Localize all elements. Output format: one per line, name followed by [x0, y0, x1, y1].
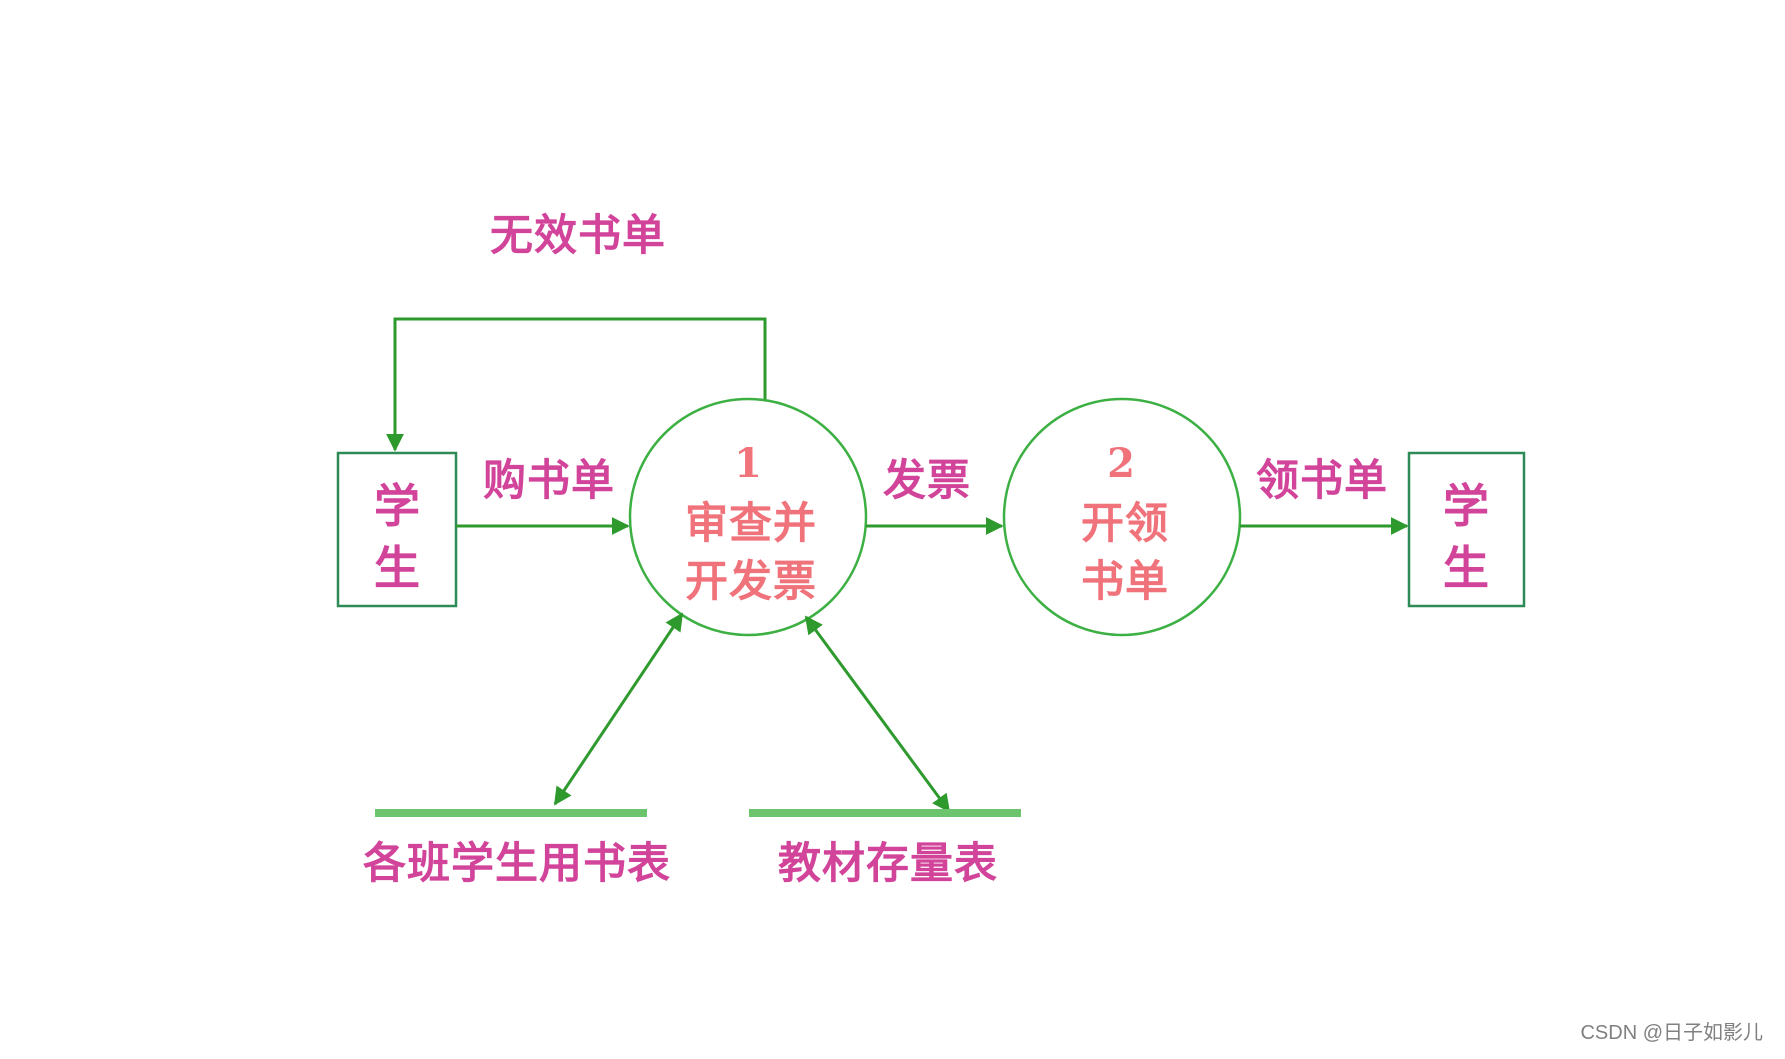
flow-invalid-order-arrow — [386, 317, 767, 452]
store-class-book-list-label: 各班学生用书表 — [363, 839, 671, 889]
entity-box-sink — [1407, 451, 1526, 608]
flow-label-pickup-order: 领书单 — [1256, 456, 1388, 506]
flow-class-book-list-arrow — [553, 612, 684, 806]
store-inventory: 教材存量表 — [749, 809, 1021, 889]
flow-label-invalid-order: 无效书单 — [490, 211, 666, 261]
process-2-label-line1: 开领 — [1081, 499, 1169, 549]
entity-sink-line2: 生 — [1443, 541, 1489, 595]
process-1-label-line2: 开发票 — [685, 557, 817, 607]
process-2: 2 开领 书单 — [1002, 397, 1242, 637]
entity-sink-line1: 学 — [1443, 479, 1489, 533]
process-1: 1 审查并 开发票 — [628, 397, 868, 637]
process-1-label-line1: 审查并 — [685, 499, 817, 549]
process-1-circle — [628, 397, 868, 637]
entity-source-line2: 生 — [374, 541, 420, 595]
flow-inventory-arrow — [804, 615, 951, 813]
process-1-number: 1 — [734, 440, 762, 487]
entity-source-line1: 学 — [374, 479, 420, 533]
flow-label-purchase-order: 购书单 — [483, 456, 615, 506]
entity-student-sink: 学 生 — [1407, 451, 1526, 608]
store-inventory-label: 教材存量表 — [778, 839, 998, 889]
process-2-label-line2: 书单 — [1081, 557, 1169, 607]
entity-box-source — [336, 451, 458, 608]
entity-student-source: 学 生 — [336, 451, 458, 608]
process-2-circle — [1002, 397, 1242, 637]
store-class-book-list: 各班学生用书表 — [363, 809, 671, 889]
flow-label-invoice: 发票 — [883, 456, 971, 506]
watermark: CSDN @日子如影儿 — [1580, 1022, 1763, 1044]
process-2-number: 2 — [1107, 440, 1135, 487]
